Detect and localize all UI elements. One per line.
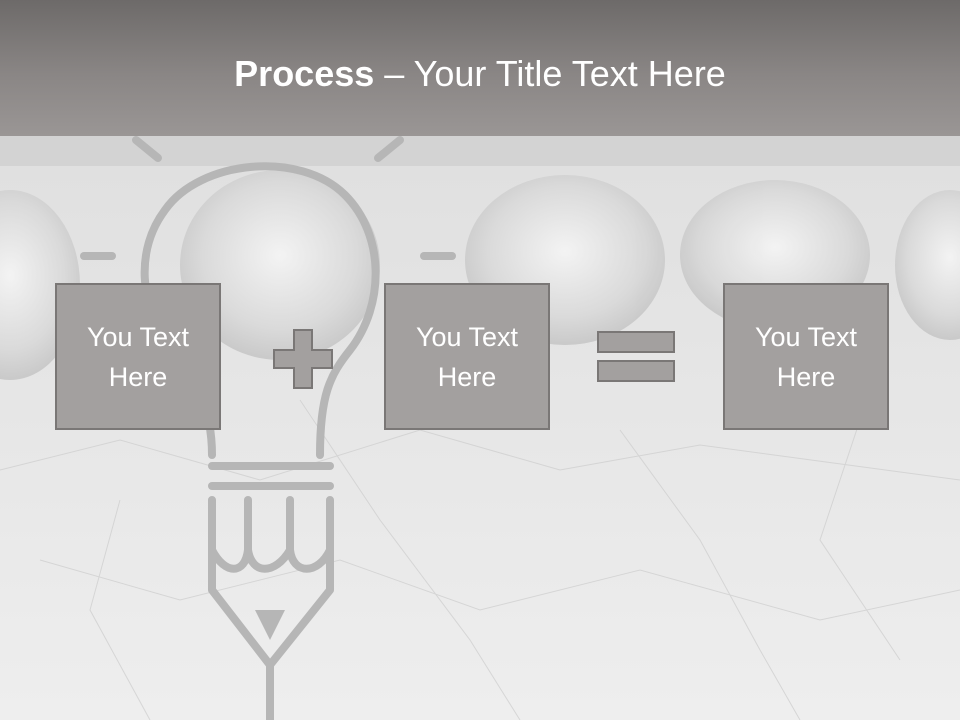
slide-title: Process – Your Title Text Here [0,52,960,96]
equals-icon [597,331,675,382]
text-box-3[interactable]: You Text Here [723,283,889,430]
plus-icon [273,329,333,389]
text-box-1[interactable]: You Text Here [55,283,221,430]
title-rest: – Your Title Text Here [374,53,726,94]
text-box-2[interactable]: You Text Here [384,283,550,430]
title-bar: Process – Your Title Text Here [0,0,960,136]
text-box-1-label: You Text Here [86,321,190,392]
text-box-2-label: You Text Here [415,321,519,392]
title-bold: Process [234,53,375,94]
text-box-3-label: You Text Here [754,321,858,392]
